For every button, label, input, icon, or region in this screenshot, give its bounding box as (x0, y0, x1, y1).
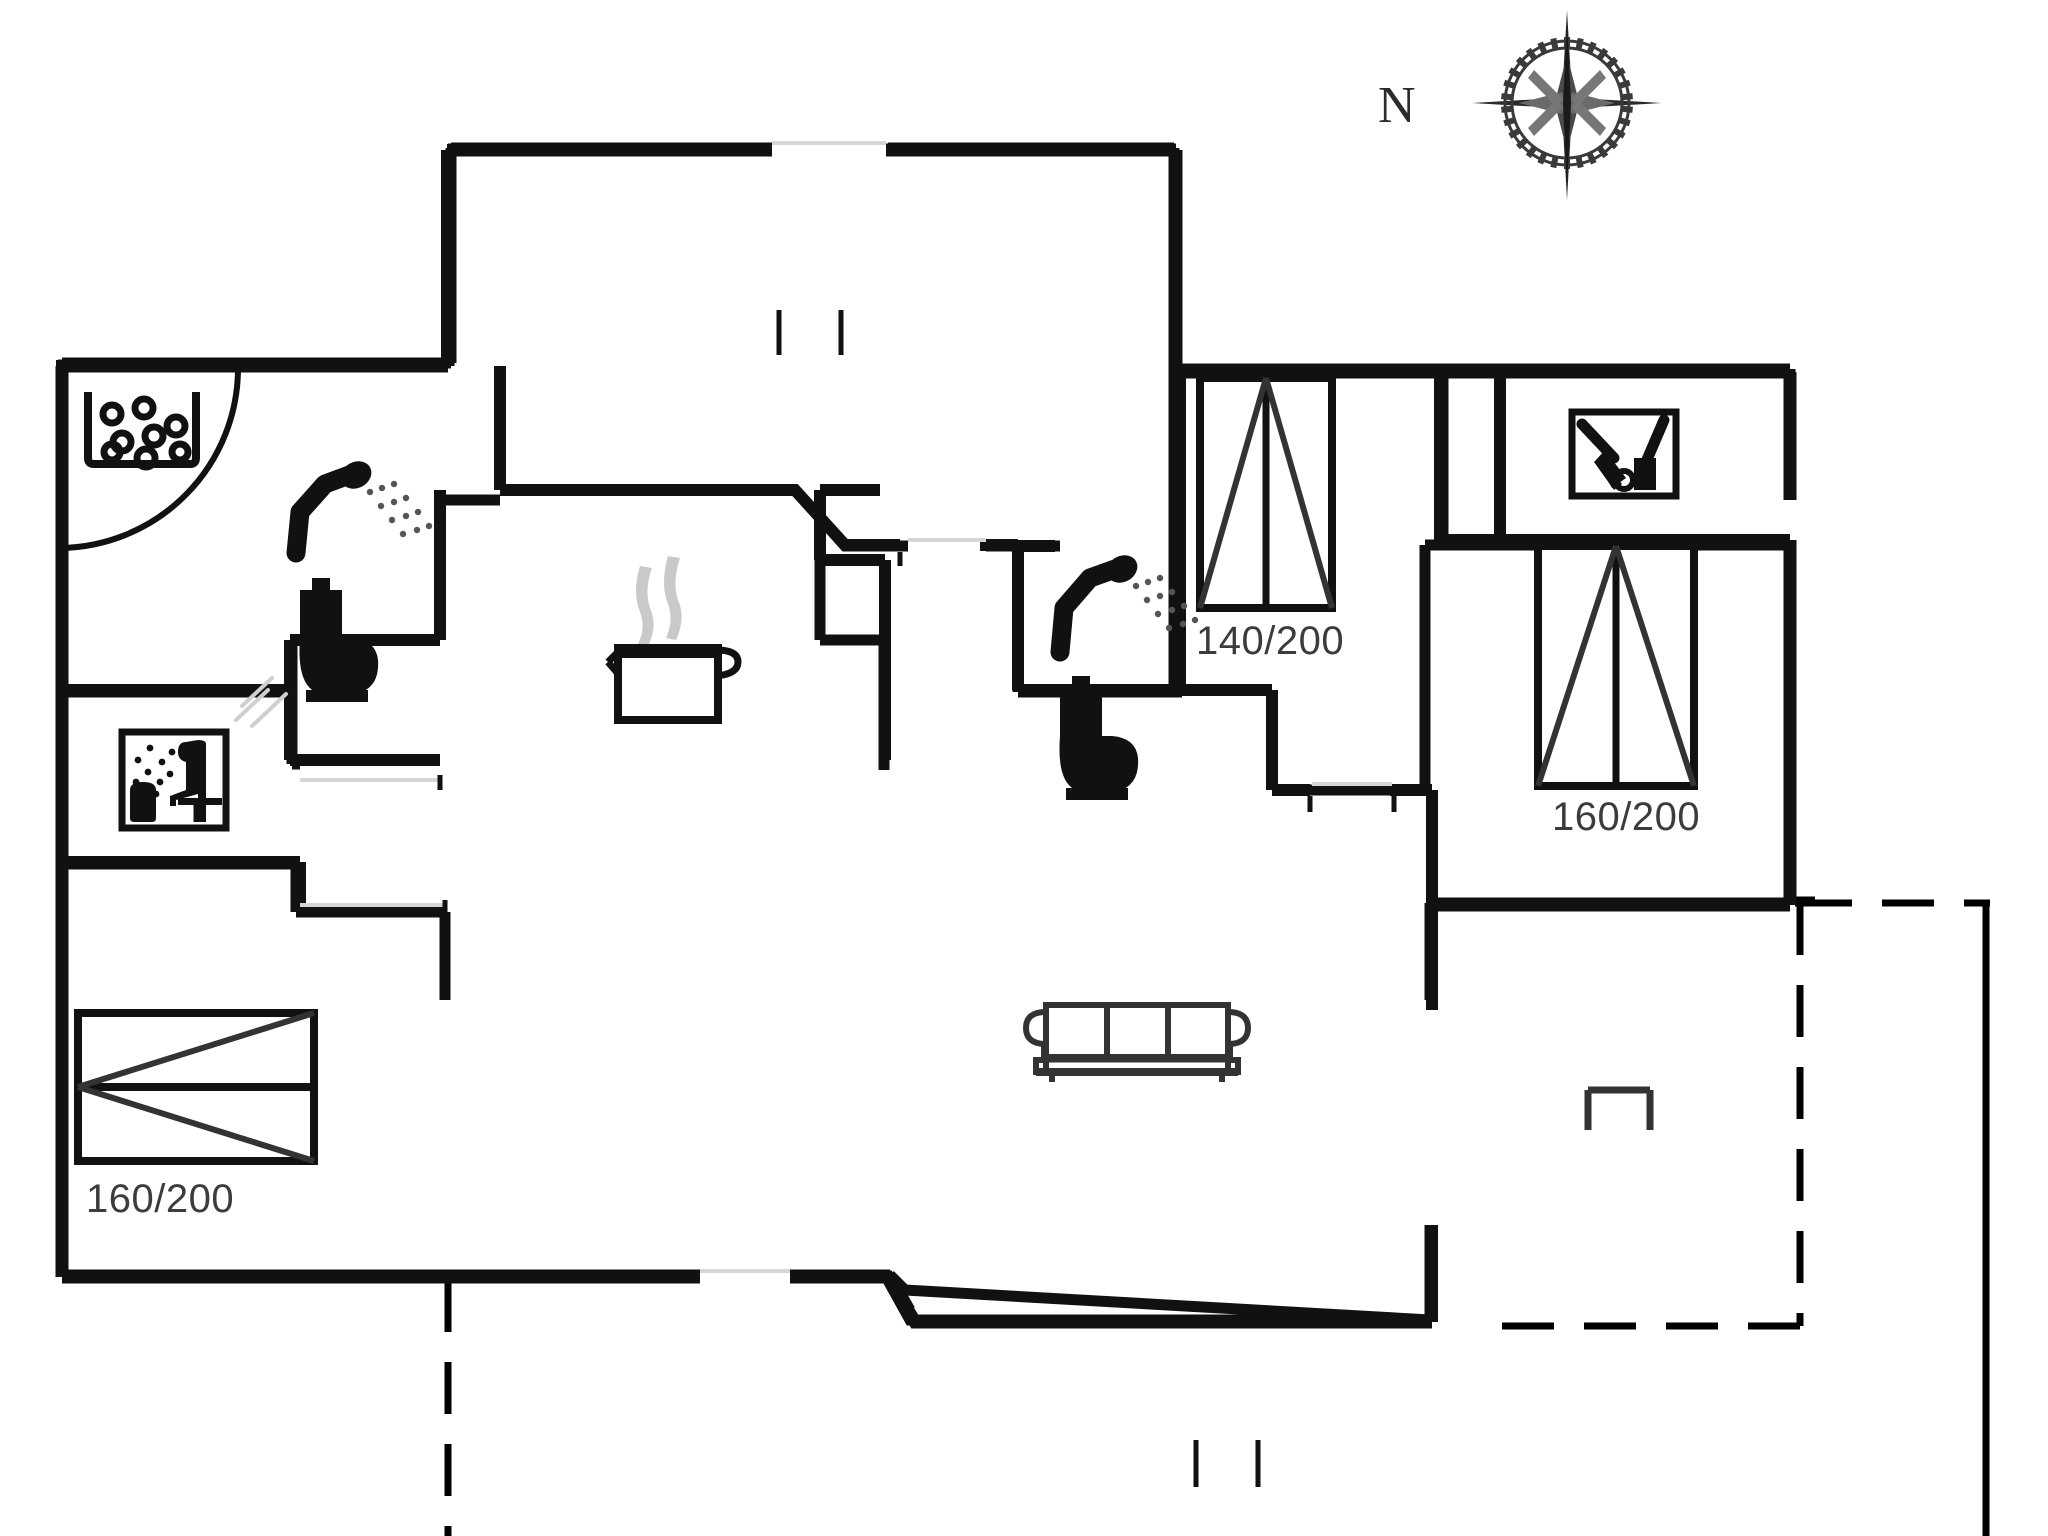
cooking-pot-icon (605, 644, 742, 724)
sauna-icon (118, 728, 230, 832)
door-swing-arc (59, 367, 241, 551)
shower-head-icon-1 (286, 461, 433, 563)
broom-and-mop-icon (1568, 408, 1680, 500)
shower-head-icon-2 (1050, 555, 1199, 662)
compass-rose (1472, 10, 1662, 200)
compass-north-label: N (1378, 77, 1416, 134)
sofa-icon (1022, 1002, 1252, 1082)
railing-ticks-bottom (1193, 1440, 1261, 1487)
bed-right (1534, 542, 1698, 790)
bed-main-left-label: 160/200 (86, 1177, 234, 1221)
stove-hob-icon (84, 392, 200, 471)
dashed-terrace-outline (444, 896, 1990, 1536)
opening-marks (300, 141, 1392, 1273)
bed-right-label: 160/200 (1552, 795, 1700, 839)
bed-top-right-label: 140/200 (1196, 619, 1344, 663)
steam-lines-icon (234, 676, 288, 728)
bed-top-right (1196, 374, 1336, 612)
bed-main-left (74, 1009, 318, 1165)
toilet-icon-2 (1059, 676, 1139, 800)
steam-wisp-icon (636, 556, 682, 646)
door-jambs (437, 552, 1397, 918)
toilet-icon-1 (299, 578, 379, 702)
railing-ticks-top (776, 310, 844, 355)
table-icon (1584, 1086, 1654, 1130)
